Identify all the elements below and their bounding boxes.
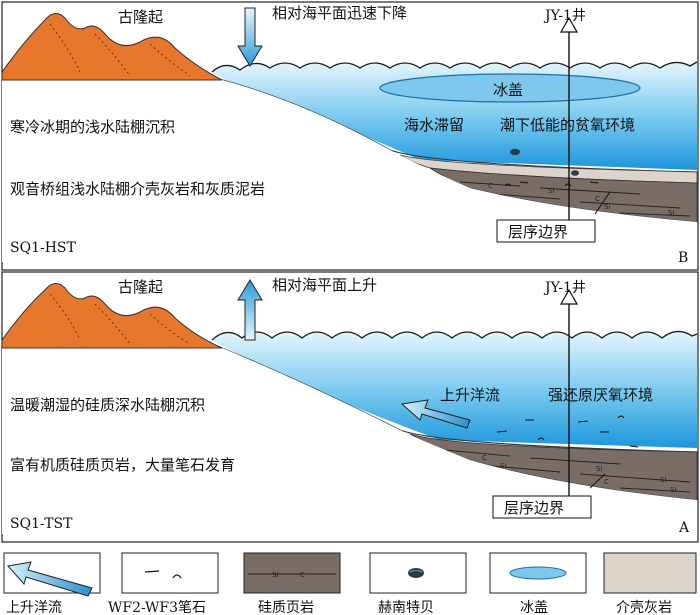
panel-b-ice-sheet [379, 73, 641, 103]
panel-a-shale-lines [444, 449, 691, 493]
panel-b-litho-label: 观音桥组浅水陆棚介壳灰岩和灰质泥岩 [10, 180, 265, 198]
panel-a-litho-label: 富有机质硅质页岩，大量笔石发育 [10, 456, 235, 474]
panel-b-uplift-label: 古隆起 [118, 8, 163, 26]
panel-a-uplift-texture [49, 293, 191, 345]
panel-b-sea-level-arrow [237, 7, 263, 67]
panel-a-mark-si2: Si [596, 465, 602, 473]
panel-a-mark-si4: Si [670, 486, 676, 494]
legend-item-upwelling: 上升洋流 [3, 552, 101, 615]
panel-b-mark-si2: Si [604, 203, 610, 211]
panel-b-well-arrowhead [559, 16, 579, 33]
panel-b-mark-si1: Si [548, 187, 554, 195]
legend-label-hirnantia: 赫南特贝 [378, 600, 434, 615]
legend-label-graptolite: WF2-WF3笔石 [108, 600, 206, 615]
panel-b: C Si C Si Si [1, 1, 699, 271]
upwelling-arrow-icon [7, 561, 93, 597]
graptolite-icon [144, 570, 160, 573]
panel-b-boundary-box [496, 219, 596, 243]
panel-a-sea-level-arrow [237, 279, 263, 341]
panel-a-sea-level-label: 相对海平面上升 [272, 276, 377, 294]
panel-a-boundary-label: 层序边界 [504, 499, 564, 517]
panel-b-land [2, 60, 697, 262]
panel-b-ice-label: 冰盖 [493, 81, 523, 99]
panel-a-land [2, 330, 697, 534]
panel-b-hirnantia-2 [571, 170, 579, 176]
panel-a-uplift-label: 古隆起 [118, 278, 163, 296]
legend: 上升洋流 WF2-WF3笔石 Si C 硅质页岩 赫南特贝 冰盖 [3, 552, 697, 615]
graptolite-curved-icon [172, 574, 182, 579]
panel-b-graptolites [504, 181, 599, 187]
panel-a-upwelling-label: 上升洋流 [440, 386, 500, 404]
panel-a-boundary-box [492, 495, 592, 519]
panel-b-wave-line [211, 61, 698, 73]
panel-b-seq-label: SQ1-HST [10, 240, 77, 256]
panel-a-well-arrowhead [559, 288, 579, 305]
panel-b-sea-level-label: 相对海平面迅速下降 [272, 4, 407, 22]
legend-label-shell-limestone: 介壳灰岩 [616, 599, 672, 615]
panel-b-stagnant-label: 海水滞留 [404, 116, 464, 134]
legend-item-siliceous-shale: Si C 硅质页岩 [243, 552, 341, 615]
hirnantia-shell-icon [408, 568, 424, 578]
panel-b-mark-c1: C [488, 182, 493, 190]
panel-a-env-label: 强还原厌氧环境 [548, 386, 653, 404]
panel-b-depo-label: 寒冷冰期的浅水陆棚沉积 [10, 118, 175, 136]
panel-b-mark-c2: C [595, 195, 600, 203]
siliceous-shale-swatch [243, 552, 341, 594]
panel-a-mark-si3: Si [660, 476, 666, 484]
panel-b-env-label: 潮下低能的贫氧环境 [500, 116, 635, 134]
legend-label-upwelling: 上升洋流 [6, 600, 62, 615]
panel-a: C Si Si C Si Si [1, 271, 699, 543]
legend-label-ice-sheet: 冰盖 [520, 600, 548, 615]
panel-b-boundary-label: 层序边界 [508, 223, 568, 241]
panel-b-well-label: JY-1井 [543, 8, 586, 24]
legend-label-siliceous-shale: 硅质页岩 [258, 600, 314, 615]
panel-b-letter: B [678, 250, 688, 266]
panel-b-uplift-texture [49, 23, 191, 77]
panel-a-water [212, 331, 697, 448]
panel-a-graptolites [496, 415, 639, 448]
panel-a-depo-label: 温暖潮湿的硅质深水陆棚沉积 [10, 396, 205, 414]
panel-b-mark-si3: Si [668, 209, 674, 217]
legend-item-graptolite: WF2-WF3笔石 [108, 552, 219, 615]
panel-a-upwelling-arrow [400, 399, 471, 429]
panel-a-mark-c1: C [482, 454, 487, 462]
panel-a-seq-label: SQ1-TST [10, 516, 73, 532]
panel-a-well-label: JY-1井 [543, 280, 586, 296]
panel-a-wave-line [211, 330, 698, 341]
panel-a-letter: A [678, 520, 690, 536]
legend-item-ice-sheet: 冰盖 [489, 552, 587, 615]
panel-b-boundary-pointer [594, 191, 611, 215]
panel-a-boundary-pointer [589, 473, 606, 489]
panel-a-mark-c2: C [604, 478, 609, 486]
panel-a-mark-si1: Si [500, 462, 506, 470]
legend-item-shell-limestone: 介壳灰岩 [603, 552, 697, 615]
legend-item-hirnantia: 赫南特贝 [369, 552, 467, 615]
ice-sheet-icon [509, 566, 567, 580]
panel-b-hirnantia-1 [510, 148, 520, 156]
shell-limestone-swatch [603, 552, 697, 594]
panel-a-uplift [1, 283, 223, 349]
legend-mark-c: C [300, 571, 305, 579]
legend-mark-si: Si [272, 571, 278, 579]
panel-b-uplift [1, 13, 223, 81]
